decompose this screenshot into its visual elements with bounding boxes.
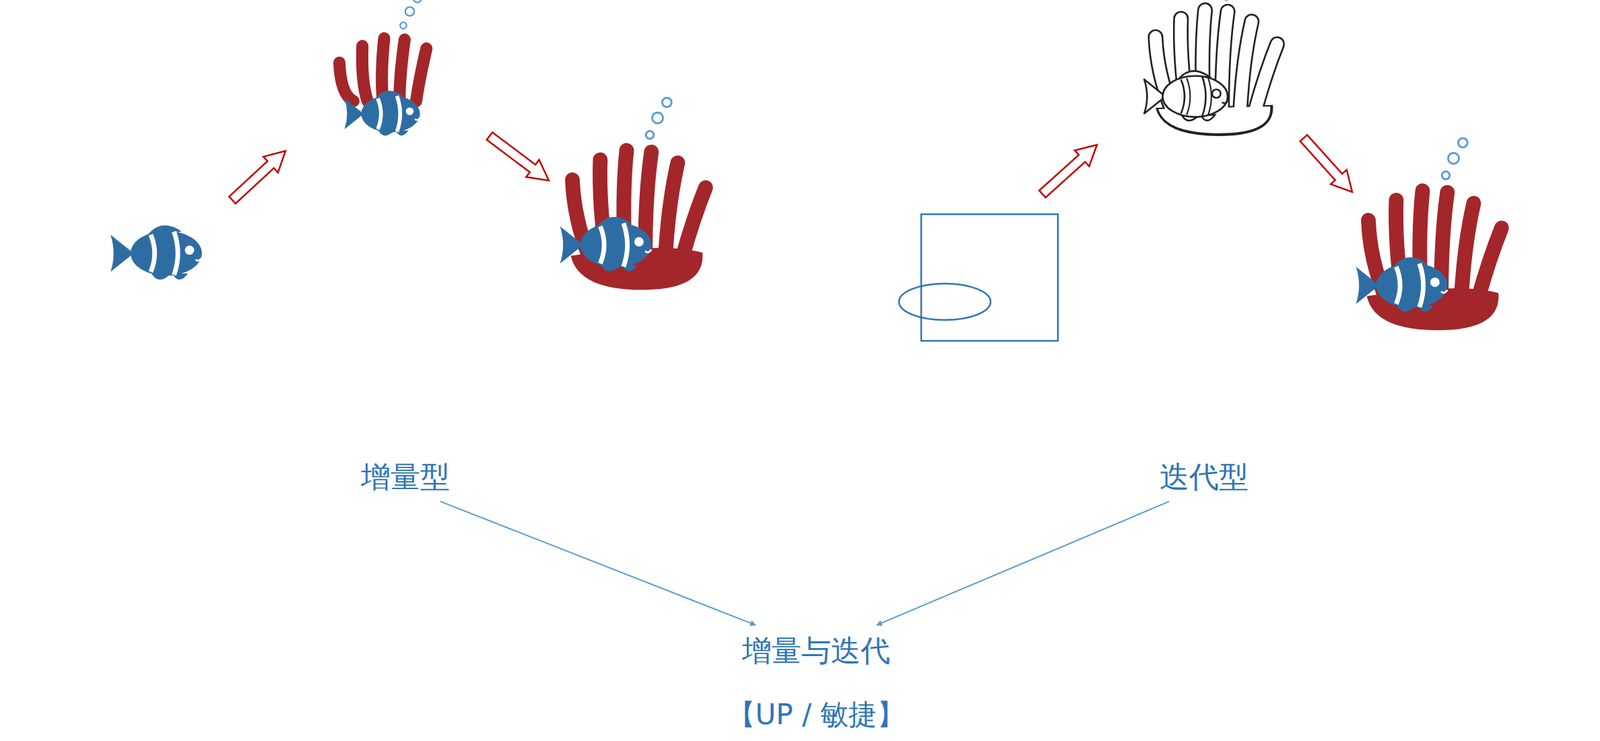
sketch-square [921, 214, 1058, 341]
fish-anemone [560, 97, 706, 290]
fish-anemone [1356, 138, 1502, 330]
step-arrow [482, 127, 555, 190]
node-title: 增量与迭代 [742, 632, 891, 669]
fish-anemone [339, 0, 427, 136]
bubble [1457, 138, 1468, 148]
bubble [645, 131, 654, 140]
anemone-icon [1367, 190, 1502, 330]
step-arrow [224, 142, 293, 209]
fish-icon [1144, 70, 1228, 121]
model-label: 增量型 [355, 456, 456, 498]
bubble [400, 22, 407, 29]
anemone-icon [339, 38, 427, 102]
node-subtitle: 【UP / 敏捷】 [727, 697, 906, 732]
bubble [413, 0, 421, 3]
fish-icon [110, 224, 203, 280]
fish-icon [560, 216, 652, 272]
model-label: 迭代型 [1154, 456, 1254, 498]
anemone-icon [571, 150, 706, 290]
bubble [661, 97, 672, 108]
fish-alone [110, 224, 203, 280]
fish-anemone [1144, 0, 1277, 137]
bubble [1447, 152, 1459, 164]
merge-connector [876, 501, 1170, 625]
merge-label: 增量与迭代【UP / 敏捷】 [721, 630, 912, 735]
fish-icon [1356, 257, 1448, 312]
step-arrow [1295, 130, 1361, 199]
node-title: 增量型 [360, 459, 450, 495]
fish-icon [344, 90, 421, 137]
bubble [405, 6, 415, 16]
anemone-icon [1155, 10, 1278, 137]
bubble [651, 112, 663, 124]
step-arrow [1035, 136, 1104, 203]
merge-connector [440, 501, 756, 625]
sketch-ellipse [898, 283, 991, 320]
bubble [1441, 171, 1450, 180]
node-title: 迭代型 [1159, 459, 1249, 495]
